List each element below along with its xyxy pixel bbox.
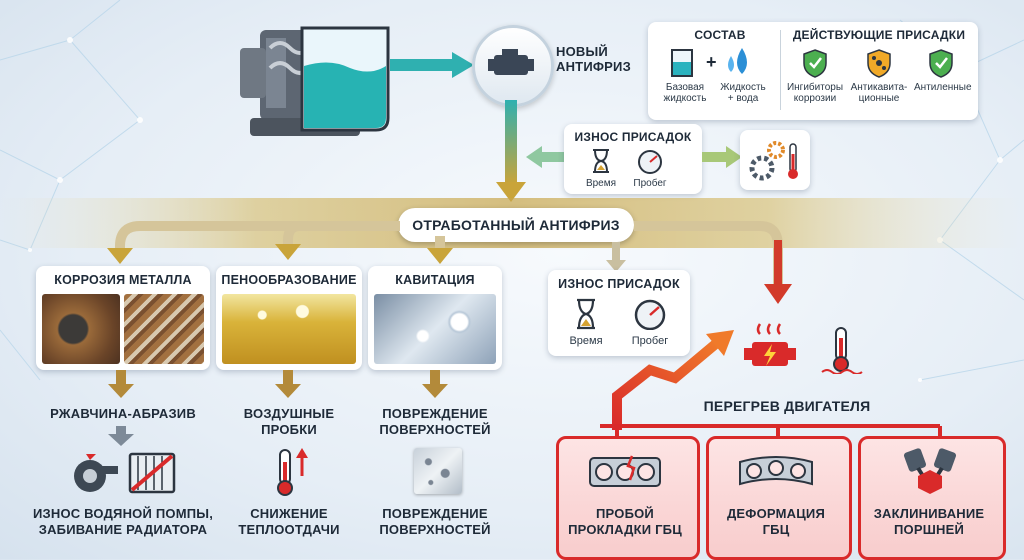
- water-drops-icon: [728, 48, 747, 74]
- additive-label-2: Антикавита-ционные: [850, 82, 908, 104]
- liquid-water-label: Жидкость + вода: [720, 82, 766, 104]
- thermometer-up-icon: [277, 448, 308, 496]
- red-box-pistons-label: ЗАКЛИНИВАНИЕ ПОРШНЕЙ: [873, 506, 985, 537]
- corrosion-final: ИЗНОС ВОДЯНОЙ ПОМПЫ, ЗАБИВАНИЕ РАДИАТОРА: [32, 506, 214, 537]
- arrow-engine-to-new: [390, 52, 474, 78]
- shield-check-green-icon: [929, 49, 953, 78]
- deformed-head-icon: [739, 456, 813, 486]
- beaker-icon: [671, 49, 693, 77]
- wear-mileage-mid: Пробег: [631, 335, 669, 347]
- rusty-engine-photo: [42, 294, 120, 364]
- foam-title: ПЕНООБРАЗОВАНИЕ: [221, 273, 357, 287]
- additives-title: ДЕЙСТВУЮЩИЕ ПРИСАДКИ: [792, 28, 966, 42]
- rusty-radiator-photo: [124, 294, 204, 364]
- composition-title: СОСТАВ: [694, 28, 746, 42]
- gauge-icon-mid: [634, 299, 666, 330]
- clogged-radiator-icon: [128, 452, 176, 494]
- foam-result: ВОЗДУШНЫЕ ПРОБКИ: [243, 406, 335, 437]
- cavitation-result: ПОВРЕЖДЕНИЕ ПОВЕРХНОСТЕЙ: [379, 406, 491, 437]
- arrow-wear-left: [526, 146, 566, 168]
- cavitation-final: ПОВРЕЖДЕНИЕ ПОВЕРХНОСТЕЙ: [379, 506, 491, 537]
- hourglass-icon: [593, 149, 609, 173]
- pitted-surface-icon: [414, 448, 462, 494]
- wear-mileage-top: Пробег: [633, 178, 667, 189]
- red-box-deformation-label: ДЕФОРМАЦИЯ ГБЦ: [726, 506, 826, 537]
- gears-thermo-card: [740, 130, 810, 190]
- cavitation-photo: [374, 294, 496, 364]
- wear-card-mid: [548, 270, 690, 356]
- base-liquid-label: Базовая жидкость: [663, 82, 707, 104]
- arrow-new-to-used: [496, 100, 526, 202]
- hourglass-icon-mid: [577, 298, 595, 330]
- overheat-label: ПЕРЕГРЕВ ДВИГАТЕЛЯ: [703, 398, 871, 414]
- seized-pistons-icon: [903, 448, 957, 494]
- cavitation-title: КАВИТАЦИЯ: [395, 273, 475, 287]
- red-box-gasket: [556, 436, 700, 560]
- corrosion-result: РЖАВЧИНА-АБРАЗИВ: [50, 406, 196, 421]
- foam-photo: [222, 294, 356, 364]
- additive-label-1: Ингибиторы коррозии: [786, 82, 844, 104]
- additive-label-3: Антиленные: [914, 82, 972, 93]
- arrow-wear-right: [702, 146, 742, 168]
- corrosion-title: КОРРОЗИЯ МЕТАЛЛА: [54, 273, 192, 287]
- wear-time-mid: Время: [569, 335, 603, 347]
- new-antifreeze-label: НОВЫЙ АНТИФРИЗ: [556, 44, 631, 74]
- head-gasket-icon: [589, 455, 661, 487]
- shield-check-icon: [803, 49, 827, 78]
- card-divider: [780, 30, 781, 110]
- wear-card-top: [564, 124, 702, 194]
- shield-molecule-icon: [867, 49, 891, 78]
- plus-sign: +: [706, 52, 717, 72]
- gauge-icon: [638, 150, 662, 174]
- red-box-pistons: [858, 436, 1006, 560]
- engine-cutaway-illustration: [240, 26, 390, 136]
- engine-warning-icon: [744, 323, 796, 366]
- wear-title-mid: ИЗНОС ПРИСАДОК: [558, 277, 680, 291]
- water-pump-icon: [74, 454, 118, 492]
- foam-final: СНИЖЕНИЕ ТЕПЛООТДАЧИ: [238, 506, 340, 537]
- used-antifreeze-label: ОТРАБОТАННЫЙ АНТИФРИЗ: [412, 217, 620, 233]
- hot-thermometer-icon: [821, 327, 863, 374]
- wear-title-top: ИЗНОС ПРИСАДОК: [574, 130, 692, 144]
- wear-time-top: Время: [585, 178, 617, 189]
- red-box-gasket-label: ПРОБОЙ ПРОКЛАДКИ ГБЦ: [568, 506, 682, 537]
